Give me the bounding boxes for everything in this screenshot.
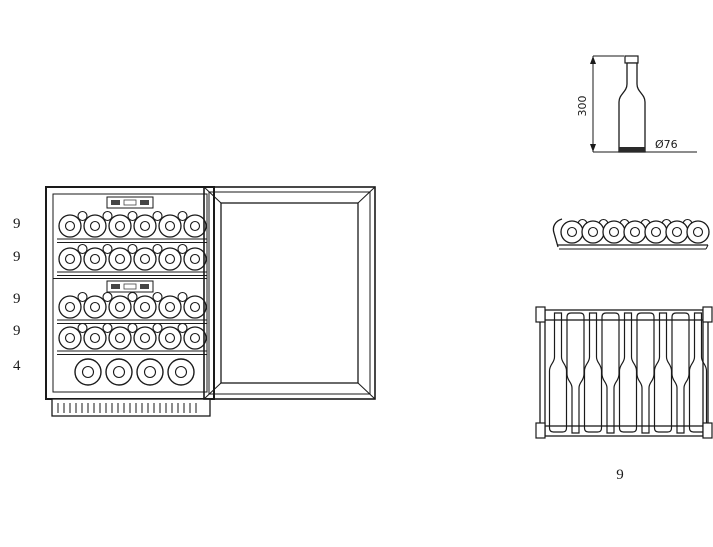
upper-display-panel [106, 196, 154, 209]
shelf-count-label-5: 4 [13, 358, 21, 374]
bottle-outline [618, 62, 646, 153]
shelf-side-view [552, 218, 710, 250]
lower-display-panel [106, 280, 154, 293]
shelf-count-label-1: 9 [13, 216, 21, 232]
bottle-dimension-drawing: 300 Ø76 [576, 55, 697, 153]
bottle-base-band [619, 147, 645, 152]
shelf-count-labels: 9 9 9 9 4 [13, 216, 21, 374]
bottle-height-label: 300 [576, 96, 589, 117]
shelf-count-label-3: 9 [13, 291, 21, 307]
bottle-diameter-label: Ø76 [655, 138, 678, 151]
shelf-count-label-2: 9 [13, 249, 21, 265]
rack-top-view: 9 [535, 306, 713, 483]
open-door [203, 186, 376, 400]
cooler-front-view [45, 186, 215, 417]
rack-count-label: 9 [616, 467, 624, 483]
bottle-cap [624, 55, 639, 64]
shelf-count-label-4: 9 [13, 323, 21, 339]
vent-grille [51, 398, 211, 417]
